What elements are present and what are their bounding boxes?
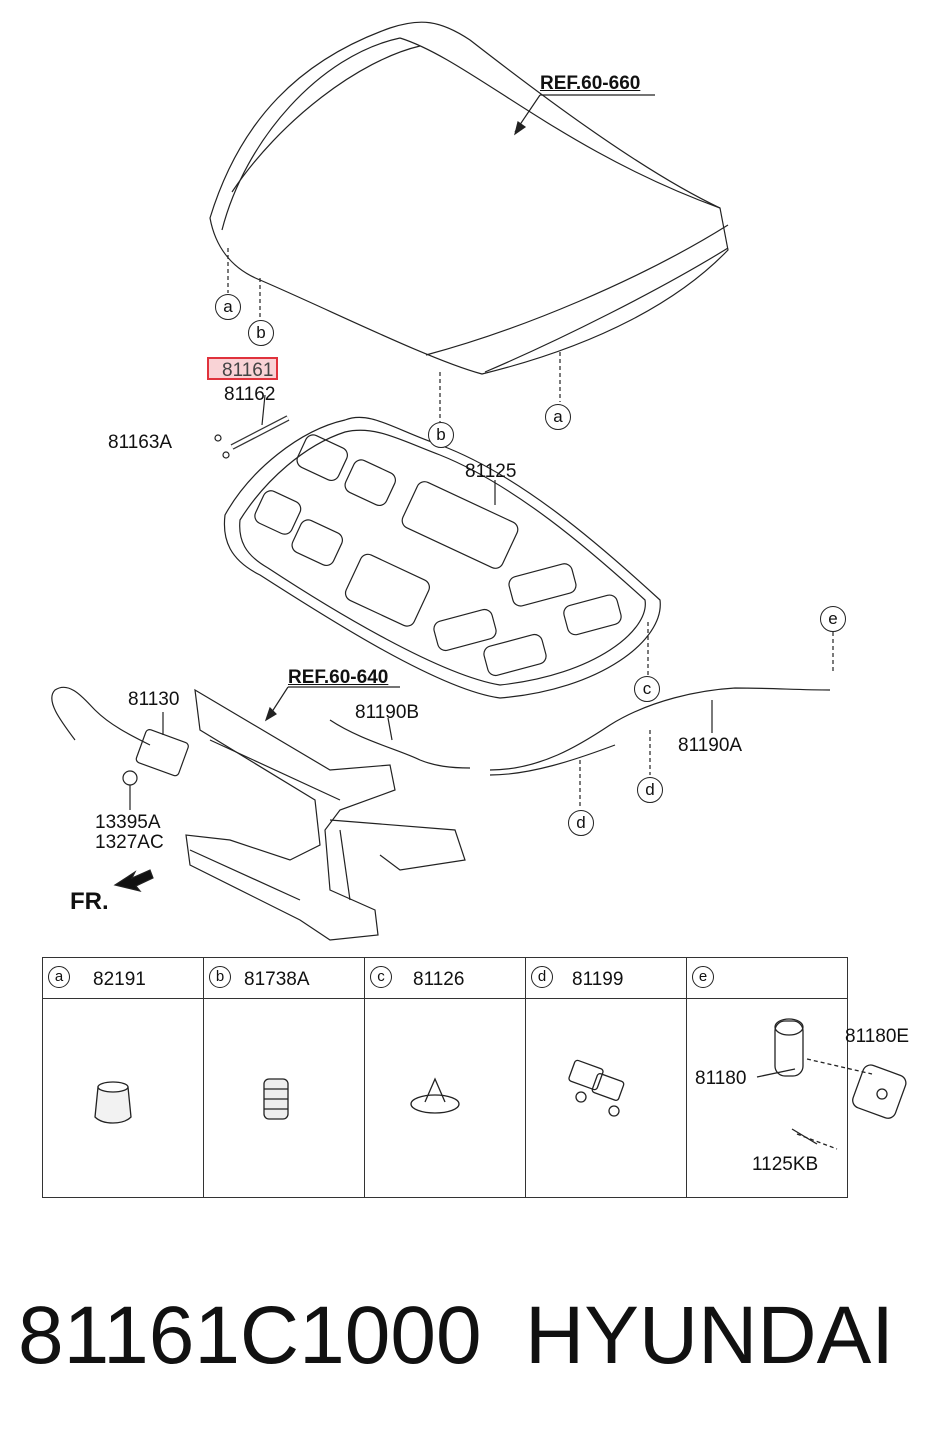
callout-d-1: d [568,810,594,836]
callout-c: c [634,676,660,702]
callout-a-1: a [215,294,241,320]
table-code: 81199 [572,969,624,990]
hood-insulator-pad [223,416,661,699]
callout-a-2: a [545,404,571,430]
table-cell-header: c 81126 [365,958,525,999]
part-81163a-label: 81163A [108,432,173,453]
ref-frame-label: REF.60-640 [288,667,389,688]
ref-hood-label: REF.60-660 [540,73,641,94]
table-callout-a: a [48,966,70,988]
part-81180-label: 81180 [695,1068,747,1089]
callout-b-1: b [248,320,274,346]
ref-hood-leader [514,94,655,136]
part-81180e-label: 81180E [845,1026,910,1047]
footer-caption: 81161C1000 HYUNDAI [0,1290,894,1395]
table-cell-header: b 81738A [204,958,364,999]
table-cell-header: d 81199 [526,958,686,999]
table-code: 82191 [93,969,146,990]
hood-panel [209,21,729,375]
part-81190b-label: 81190B [355,702,420,723]
table-code: 81738A [244,969,310,990]
callout-d-2: d [637,777,663,803]
exploded-parts-diagram: REF.60-660 REF.60-640 81161 81162 81163A… [51,21,846,941]
part-81161-label: 81161 [222,360,274,381]
release-cables [329,687,831,776]
bumper-stop-illustration [43,999,203,1197]
table-callout-c: c [370,966,392,988]
safety-hook-illustration: 81180E 81180 1125KB [687,999,909,1197]
radiator-support-frame [185,688,466,941]
part-81125-label: 81125 [465,461,517,482]
highlight-box [207,357,278,380]
part-81130-label: 81130 [128,689,180,710]
brand-name: HYUNDAI [525,1290,895,1381]
table-cell-a: a 82191 [43,958,204,1197]
part-1125kb-label: 1125KB [752,1154,819,1175]
table-cell-header: e [687,958,847,999]
callout-b-2: b [428,422,454,448]
hood-lift-strut [214,394,290,459]
front-arrow [113,869,154,892]
clip-illustration [365,999,525,1197]
diagram-drawing [51,21,834,941]
cable-clip-illustration [526,999,686,1197]
table-cell-c: c 81126 [365,958,526,1197]
front-label: FR. [70,888,109,915]
table-cell-d: d 81199 [526,958,687,1197]
table-code: 81126 [413,969,465,990]
latch-wiring [51,686,189,810]
part-13395a-label: 13395A [95,812,161,833]
part-81190a-label: 81190A [678,735,743,756]
table-cell-header: a 82191 [43,958,203,999]
table-callout-d: d [531,966,553,988]
table-callout-e: e [692,966,714,988]
parts-table: a 82191 b 81738A c 81126 [42,957,909,1198]
table-callout-b: b [209,966,231,988]
adjuster-bumper-illustration [204,999,364,1197]
ref-frame-leader [264,686,400,722]
hood-callout-leaders [227,248,834,808]
table-cell-b: b 81738A [204,958,365,1197]
callout-e: e [820,606,846,632]
part-number: 81161C1000 [18,1290,482,1381]
part-1327ac-label: 1327AC [95,832,164,853]
table-cell-e: e 81180E 81180 1125KB [687,958,909,1197]
part-81162-label: 81162 [224,384,276,405]
